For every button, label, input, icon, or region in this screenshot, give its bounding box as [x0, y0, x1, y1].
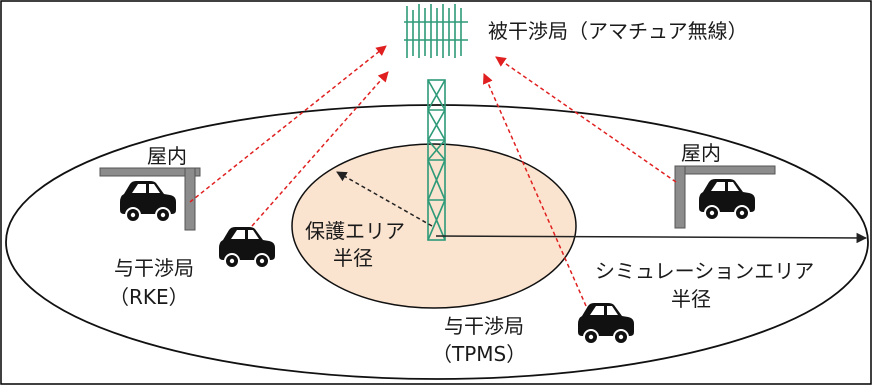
interference-arrow-rke [251, 71, 389, 227]
car-icon [699, 179, 755, 221]
simulation-area-label-line2: 半径 [671, 287, 711, 311]
car-icon [219, 227, 275, 269]
protection-area-label-line2: 半径 [333, 246, 373, 270]
victim-station-label: 被干渉局（アマチュア無線） [488, 19, 748, 43]
protection-area-label-line1: 保護エリア [305, 219, 405, 243]
garage-left [99, 167, 201, 231]
tpms-label-line2: （TPMS） [432, 342, 526, 366]
simulation-area-ellipse [5, 104, 869, 380]
indoor-label-right: 屋内 [681, 141, 721, 165]
car-icon [120, 181, 176, 223]
protection-radius-arrow [336, 171, 433, 227]
simulation-area-label-line1: シミュレーションエリア [595, 259, 814, 283]
rke-label-line2: （RKE） [109, 285, 189, 309]
antenna-tower-icon [404, 4, 468, 241]
interference-arrow-indoor-right [495, 56, 677, 183]
car-icon [578, 303, 634, 345]
interference-arrow-tpms [482, 73, 587, 307]
tpms-label-line1: 与干渉局 [444, 314, 524, 338]
simulation-radius-arrow [435, 232, 868, 244]
indoor-label-left: 屋内 [147, 144, 187, 168]
garage-right [674, 165, 776, 229]
rke-label-line1: 与干渉局 [114, 256, 194, 280]
